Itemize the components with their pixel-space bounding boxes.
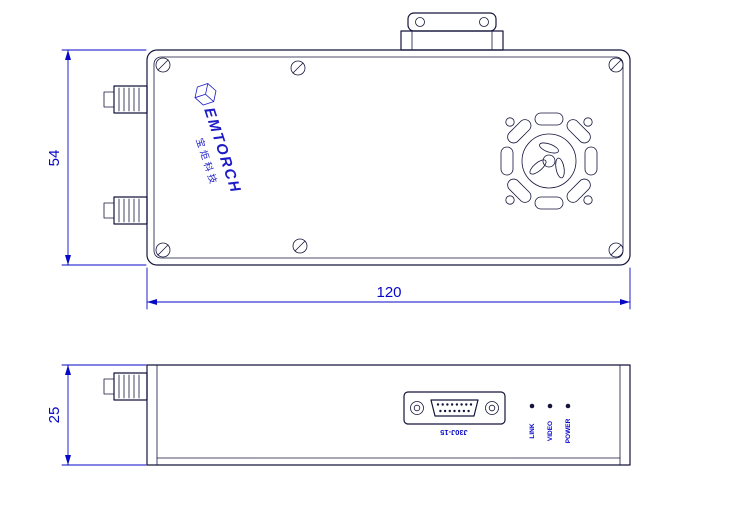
cover-plate-outline: [153, 56, 624, 259]
dimension-54-label: 54: [46, 150, 63, 167]
screw: [608, 57, 624, 73]
led-video: [547, 403, 553, 409]
gem-icon: [194, 83, 217, 106]
rf-connector-1: [103, 85, 148, 114]
screw: [292, 238, 308, 254]
fan-grille-slots: [500, 112, 598, 210]
jack-screw-right: [479, 17, 489, 27]
fan-screw-hole: [505, 195, 515, 205]
brand-logo: EMTORCH 宝炬科技: [193, 83, 244, 196]
cover-screws: [155, 57, 624, 258]
dsub-screw-right: [485, 401, 499, 415]
screw: [608, 242, 624, 258]
dsub-connector-front: J30J-15: [403, 391, 506, 437]
dimension-54: 54: [46, 49, 147, 266]
dimension-25: 25: [46, 364, 147, 466]
screw: [290, 60, 306, 76]
enclosure-outline: [146, 49, 631, 266]
dimension-120: 120: [146, 267, 631, 310]
rf-connector-front: [103, 372, 148, 401]
fan-screw-hole: [583, 195, 593, 205]
fan-screw-hole: [583, 117, 593, 127]
fan-screw-hole: [505, 117, 515, 127]
dsub-screw-left: [410, 401, 424, 415]
led-link: [529, 403, 535, 409]
front-case-outline: [146, 364, 631, 466]
top-dsub-connector: [400, 12, 504, 51]
screw: [155, 242, 171, 258]
dimension-25-label: 25: [46, 407, 63, 424]
screw: [155, 57, 171, 73]
status-leds: LINK VIDEO POWER: [529, 403, 572, 443]
fan-opening: [521, 133, 577, 189]
rf-connector-2: [103, 196, 148, 225]
led-label-link: LINK: [529, 423, 536, 438]
front-view: J30J-15 LINK VIDEO POWER: [103, 364, 631, 466]
fan-impeller: [529, 142, 565, 179]
dsub-connector-label: J30J-15: [440, 428, 468, 437]
led-label-power: POWER: [565, 418, 572, 443]
dsub-pins: [436, 403, 473, 413]
led-label-video: VIDEO: [547, 421, 554, 441]
top-view: EMTORCH 宝炬科技: [103, 12, 631, 266]
dsub-shell: [430, 399, 479, 417]
dimension-120-label: 120: [376, 284, 401, 301]
fan-vent: [500, 112, 598, 210]
led-power: [565, 403, 571, 409]
jack-screw-left: [415, 17, 425, 27]
